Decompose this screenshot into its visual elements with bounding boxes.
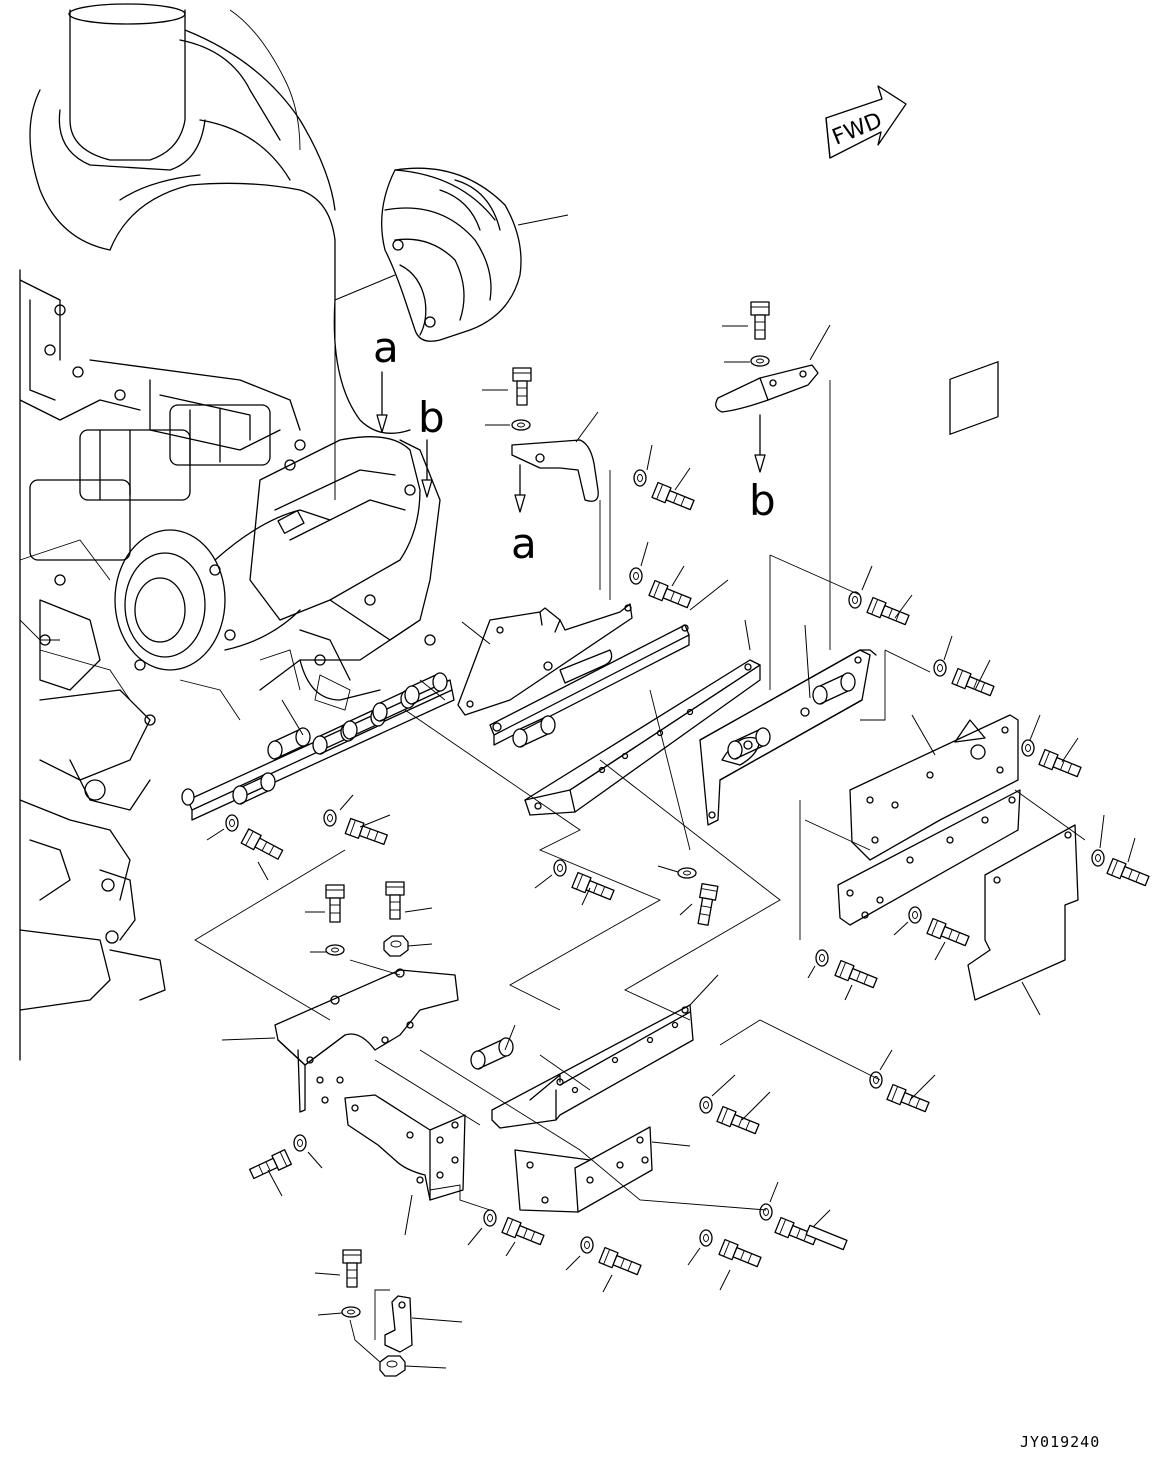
assembly-guide-lines: [194, 380, 1086, 1363]
bar-lower-center: [491, 974, 719, 1129]
clip-bracket: [384, 1295, 463, 1353]
engine-outline-icon: [19, 3, 441, 1061]
bracket-a: a: [482, 367, 599, 568]
bracket-right-center: [699, 624, 877, 826]
drawing-code: JY019240: [1020, 1433, 1100, 1451]
bar-center: [489, 579, 729, 748]
view-marker-a-top: a: [373, 323, 399, 433]
cover-plate-icon: [837, 361, 1079, 1016]
view-label-a-top: a: [373, 323, 399, 372]
nut-icon: [379, 1355, 447, 1377]
bracket-b: b: [715, 301, 831, 525]
direction-arrow-icon: FWD: [825, 85, 907, 159]
view-label-b-bottom: b: [749, 476, 776, 525]
angle-bar-center: [524, 619, 761, 816]
bracket-lower-left: [221, 968, 466, 1236]
heat-shield-cover-icon: [381, 167, 569, 342]
view-label-b-top: b: [418, 393, 445, 442]
nut-icon: [383, 935, 409, 957]
support-bar-left: [181, 672, 455, 821]
plate-center-upper: [457, 603, 633, 716]
view-label-a-bottom: a: [511, 519, 537, 568]
bracket-lower-center: [514, 1126, 691, 1213]
view-marker-b-top: b: [418, 393, 445, 498]
